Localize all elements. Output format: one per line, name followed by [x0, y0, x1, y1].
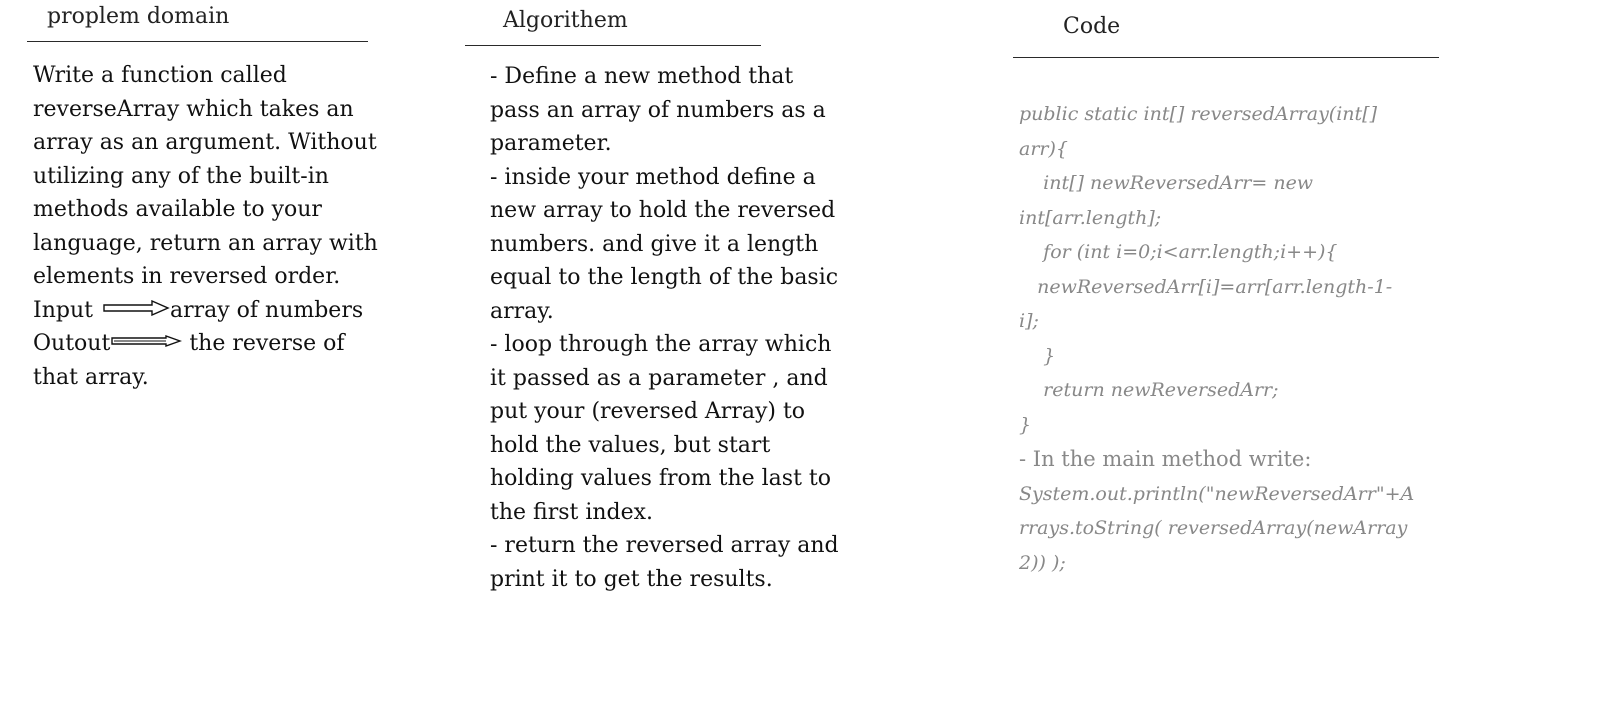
problem-line: Write a function called — [33, 63, 287, 88]
code-line: return newReversedArr; — [1019, 379, 1279, 401]
code-line: int[arr.length]; — [1019, 206, 1162, 229]
code-line: int[] newReversedArr= new — [1019, 172, 1314, 194]
problem-line: elements in reversed order. — [33, 264, 341, 289]
problem-domain-underline — [27, 41, 368, 42]
algorithm-line: pass an array of numbers as a — [490, 97, 826, 123]
code-line: for (int i=0;i<arr.length;i++){ — [1019, 241, 1338, 263]
algorithm-line: hold the values, but start — [490, 432, 771, 458]
code-line: newReversedArr[i]=arr[arr.length-1- — [1019, 275, 1393, 298]
problem-line: array as an argument. Without — [33, 130, 377, 155]
problem-line: methods available to your — [33, 197, 322, 222]
algorithm-line: numbers. and give it a length — [490, 231, 819, 257]
code-block: public static int[] reversedArray(int[] … — [1019, 97, 1414, 580]
algorithm-text: - Define a new method that pass an array… — [490, 60, 839, 596]
problem-line: reverseArray which takes an — [33, 96, 354, 122]
algorithm-line: it passed as a parameter , and — [490, 365, 828, 391]
output-row: Outout the reverse of — [33, 327, 378, 361]
problem-domain-heading: proplem domain — [47, 4, 230, 29]
algorithm-line: - loop through the array which — [490, 332, 832, 357]
algorithm-line: equal to the length of the basic — [490, 265, 839, 290]
print-line: rrays.toString( reversedArray(newArray — [1019, 517, 1408, 539]
algorithm-underline — [465, 45, 761, 46]
algorithm-line: holding values from the last to — [490, 466, 832, 491]
output-tail: that array. — [33, 364, 149, 390]
output-label: Outout — [33, 331, 111, 356]
print-line: 2)) ); — [1019, 551, 1066, 574]
algorithm-line: the first index. — [490, 499, 654, 525]
algorithm-line: print it to get the results. — [490, 566, 773, 592]
algorithm-line: array. — [490, 298, 554, 324]
code-heading: Code — [1063, 14, 1121, 39]
algorithm-line: new array to hold the reversed — [490, 198, 836, 223]
code-line: public static int[] reversedArray(int[] — [1019, 103, 1377, 125]
problem-line: utilizing any of the built-in — [33, 163, 329, 189]
problem-line: language, return an array with — [33, 230, 378, 256]
code-underline — [1013, 57, 1439, 58]
algorithm-line: - inside your method define a — [490, 164, 816, 190]
algorithm-line: - return the reversed array and — [490, 533, 839, 558]
right-arrow-icon — [111, 335, 183, 347]
input-value: array of numbers — [169, 297, 364, 323]
right-arrow-icon — [103, 299, 170, 316]
problem-domain-text: Write a function called reverseArray whi… — [33, 59, 378, 394]
algorithm-line: parameter. — [490, 131, 612, 156]
input-label: Input — [33, 297, 93, 323]
algorithm-line: put your (reversed Array) to — [490, 399, 806, 424]
print-line: System.out.println("newReversedArr"+A — [1019, 482, 1415, 505]
code-line: } — [1019, 344, 1056, 367]
code-note: - In the main method write: — [1019, 447, 1312, 471]
algorithm-line: - Define a new method that — [490, 64, 794, 89]
code-line: arr){ — [1019, 137, 1068, 160]
code-line: i]; — [1019, 310, 1039, 332]
code-line: } — [1019, 413, 1032, 436]
output-value: the reverse of — [189, 331, 345, 356]
algorithm-heading: Algorithem — [503, 8, 628, 33]
input-row: Input array of numbers — [33, 294, 378, 328]
